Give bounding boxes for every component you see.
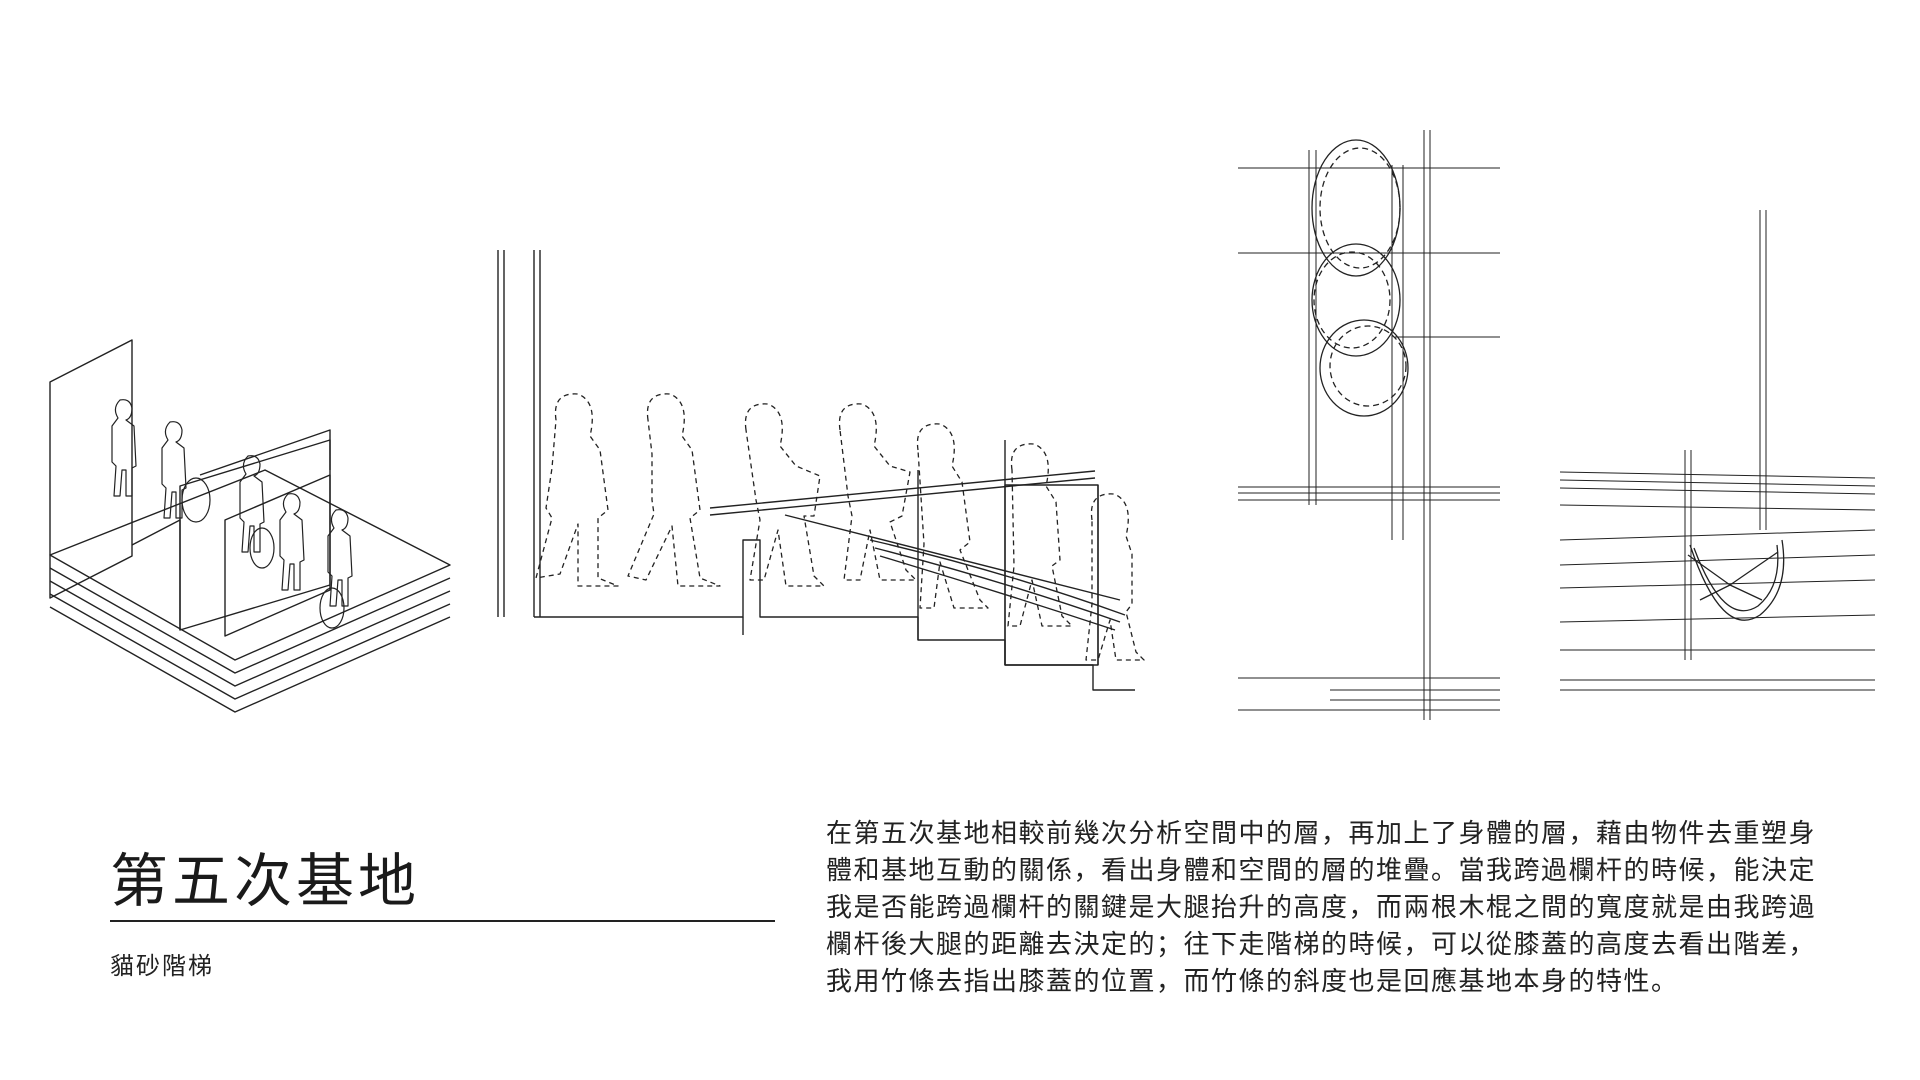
- axo-figures: [111, 399, 353, 629]
- elevation-drawing: [1238, 130, 1500, 720]
- description-line: 我用竹條去指出膝蓋的位置，而竹條的斜度也是回應基地本身的特性。: [826, 967, 1679, 997]
- section-drawing: [497, 250, 1145, 691]
- elevation-gridlines: [1238, 130, 1500, 720]
- page-title: 第五次基地: [110, 847, 421, 915]
- subtitle: 貓砂階梯: [110, 952, 214, 980]
- axonometric-drawing: [49, 339, 451, 713]
- title-block: 第五次基地: [110, 846, 775, 916]
- title-divider: [110, 920, 775, 922]
- description-line: 體和基地互動的關係，看出身體和空間的層的堆疊。當我跨過欄杆的時候，能決定: [826, 856, 1817, 886]
- detail-lines: [1559, 210, 1876, 691]
- railing-bars: [709, 470, 1126, 631]
- description-line: 欄杆後大腿的距離去決定的；往下走階梯的時候，可以從膝蓋的高度去看出階差，: [826, 930, 1817, 960]
- detail-loop: [1687, 539, 1785, 621]
- vertical-planes: [49, 339, 331, 637]
- drawings-area: [49, 130, 1876, 720]
- description-line: 在第五次基地相較前幾次分析空間中的層，再加上了身體的層，藉由物件去重塑身: [826, 819, 1817, 849]
- detail-drawing: [1559, 210, 1876, 691]
- section-walls: [497, 250, 1135, 691]
- description-text: 在第五次基地相較前幾次分析空間中的層，再加上了身體的層，藉由物件去重塑身 體和基…: [826, 816, 1866, 1001]
- description-line: 我是否能跨過欄杆的關鍵是大腿抬升的高度，而兩根木棍之間的寬度就是由我跨過: [826, 893, 1817, 923]
- section-figures: [535, 393, 1145, 661]
- elevation-loops: [1311, 139, 1409, 417]
- ground-layers: [49, 469, 451, 713]
